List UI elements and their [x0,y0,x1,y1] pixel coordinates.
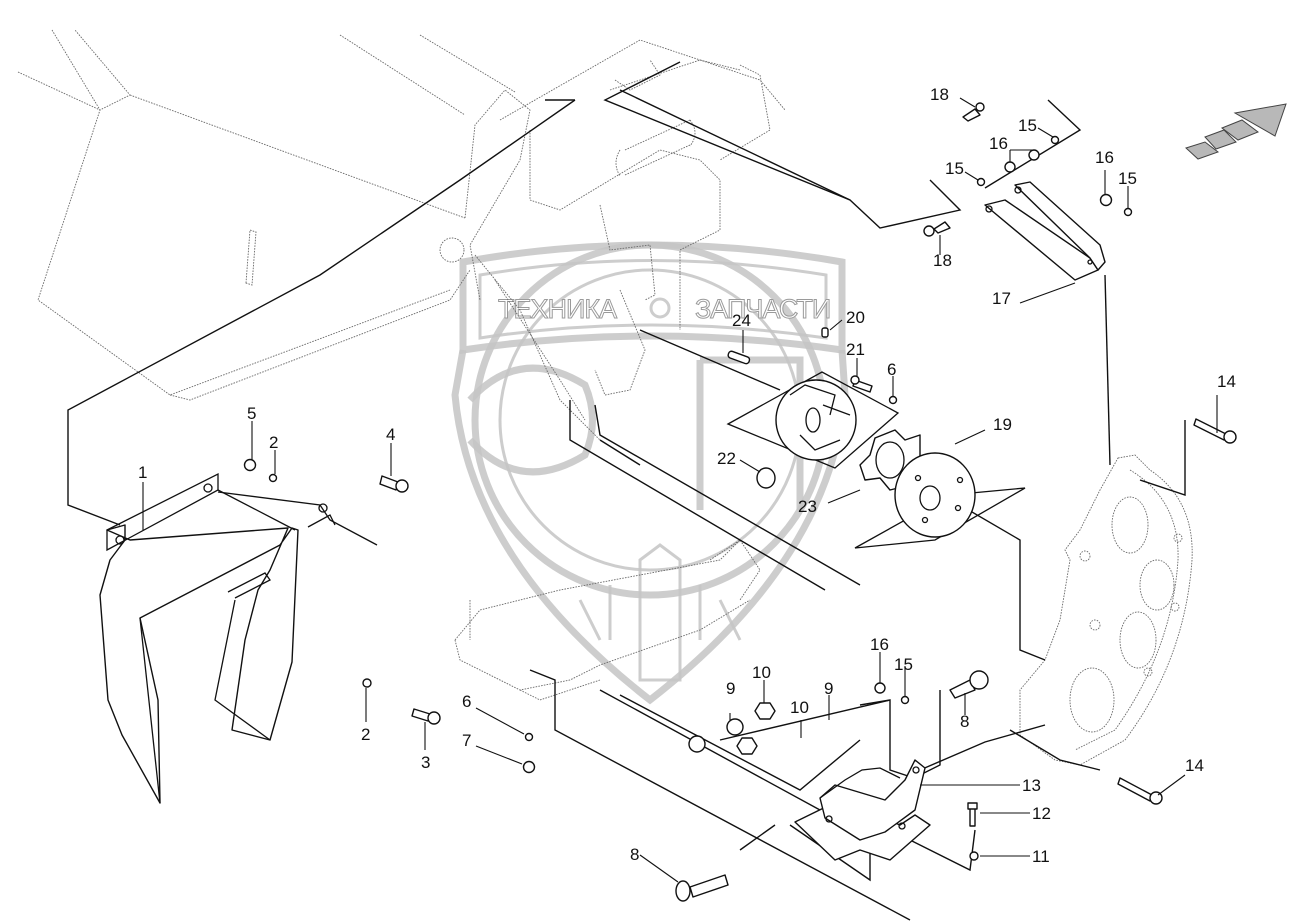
washer-2b [362,678,372,688]
nut-7 [522,760,536,774]
callout-6a: 6 [887,360,896,379]
bolt-8b [675,874,729,902]
nut-16b [1004,161,1016,173]
callout-6b: 6 [462,692,471,711]
callout-14a: 14 [1217,372,1236,391]
callout-9b: 9 [824,679,833,698]
callout-18a: 18 [930,85,949,104]
nut-10a [754,702,776,720]
callout-15c: 15 [1118,169,1137,188]
part-shield [99,472,378,804]
callout-21: 21 [846,340,865,359]
callout-19: 19 [993,415,1012,434]
callout-2b: 2 [361,725,370,744]
lock-washer-9a [726,718,744,736]
nut-16c [1099,193,1113,207]
watermark-text-left: ТЕХНИКА [498,294,617,324]
key-24 [727,350,751,365]
bolt-18a [962,102,985,122]
lock-washer-9b [688,735,706,753]
nut-5 [243,458,257,472]
bolt-8a [949,670,989,699]
part-coupling [726,371,1026,549]
callout-24: 24 [732,311,751,330]
callout-2a: 2 [269,433,278,452]
callout-8a: 8 [960,712,969,731]
callout-15b: 15 [945,159,964,178]
washer-2a [268,473,278,483]
callout-4: 4 [386,425,395,444]
frame-structure [17,29,786,701]
callout-15d: 15 [894,655,913,674]
bolt-12 [967,802,978,827]
callout-22: 22 [717,449,736,468]
forward-arrow-icon [1185,103,1287,160]
callout-12: 12 [1032,804,1051,823]
callout-16b: 16 [1095,148,1114,167]
nut-16a [1028,149,1040,161]
washer-15d [900,695,910,705]
washer-11 [969,851,979,861]
callout-8b: 8 [630,845,639,864]
nut-16d [874,682,886,694]
callout-18b: 18 [933,251,952,270]
bolt-18b [923,221,951,237]
gearbox-housing [1019,454,1193,766]
callout-1: 1 [138,463,147,482]
nut-10b [736,737,758,755]
callout-23: 23 [798,497,817,516]
callout-16c: 16 [870,635,889,654]
washer-6b [524,732,534,742]
callout-7: 7 [462,731,471,750]
watermark-text-right: ЗАПЧАСТИ [695,294,830,324]
callout-10b: 10 [790,698,809,717]
callout-10a: 10 [752,663,771,682]
callout-5: 5 [247,404,256,423]
bolt-14b [1117,777,1163,805]
bolt-3 [411,708,441,725]
part-bracket [984,181,1106,281]
watermark: ТЕХНИКА ЗАПЧАСТИ [451,241,849,705]
bolt-4 [379,475,409,493]
callout-11: 11 [1032,847,1050,866]
part-motor-mount [794,759,931,861]
callout-20: 20 [846,308,865,327]
callout-17: 17 [992,289,1011,308]
callout-9a: 9 [726,679,735,698]
bolt-14a [1193,418,1237,444]
callout-16a: 16 [989,134,1008,153]
callout-14b: 14 [1185,756,1204,775]
callout-13: 13 [1022,776,1041,795]
callout-labels: 1 2 2 3 4 5 6 6 7 8 8 9 9 10 10 11 12 13… [138,85,1236,866]
assembly-lines [67,61,1186,921]
washer-6a [888,395,898,405]
set-screw-20 [821,327,829,338]
washer-15b [976,177,986,187]
bolt-21 [850,375,873,393]
gear-icon [649,297,671,319]
callout-leaders [142,97,1218,883]
callout-3: 3 [421,753,430,772]
washer-15a [1050,135,1060,145]
fasteners [243,102,1237,902]
washer-15c [1123,207,1133,217]
callout-15a: 15 [1018,116,1037,135]
